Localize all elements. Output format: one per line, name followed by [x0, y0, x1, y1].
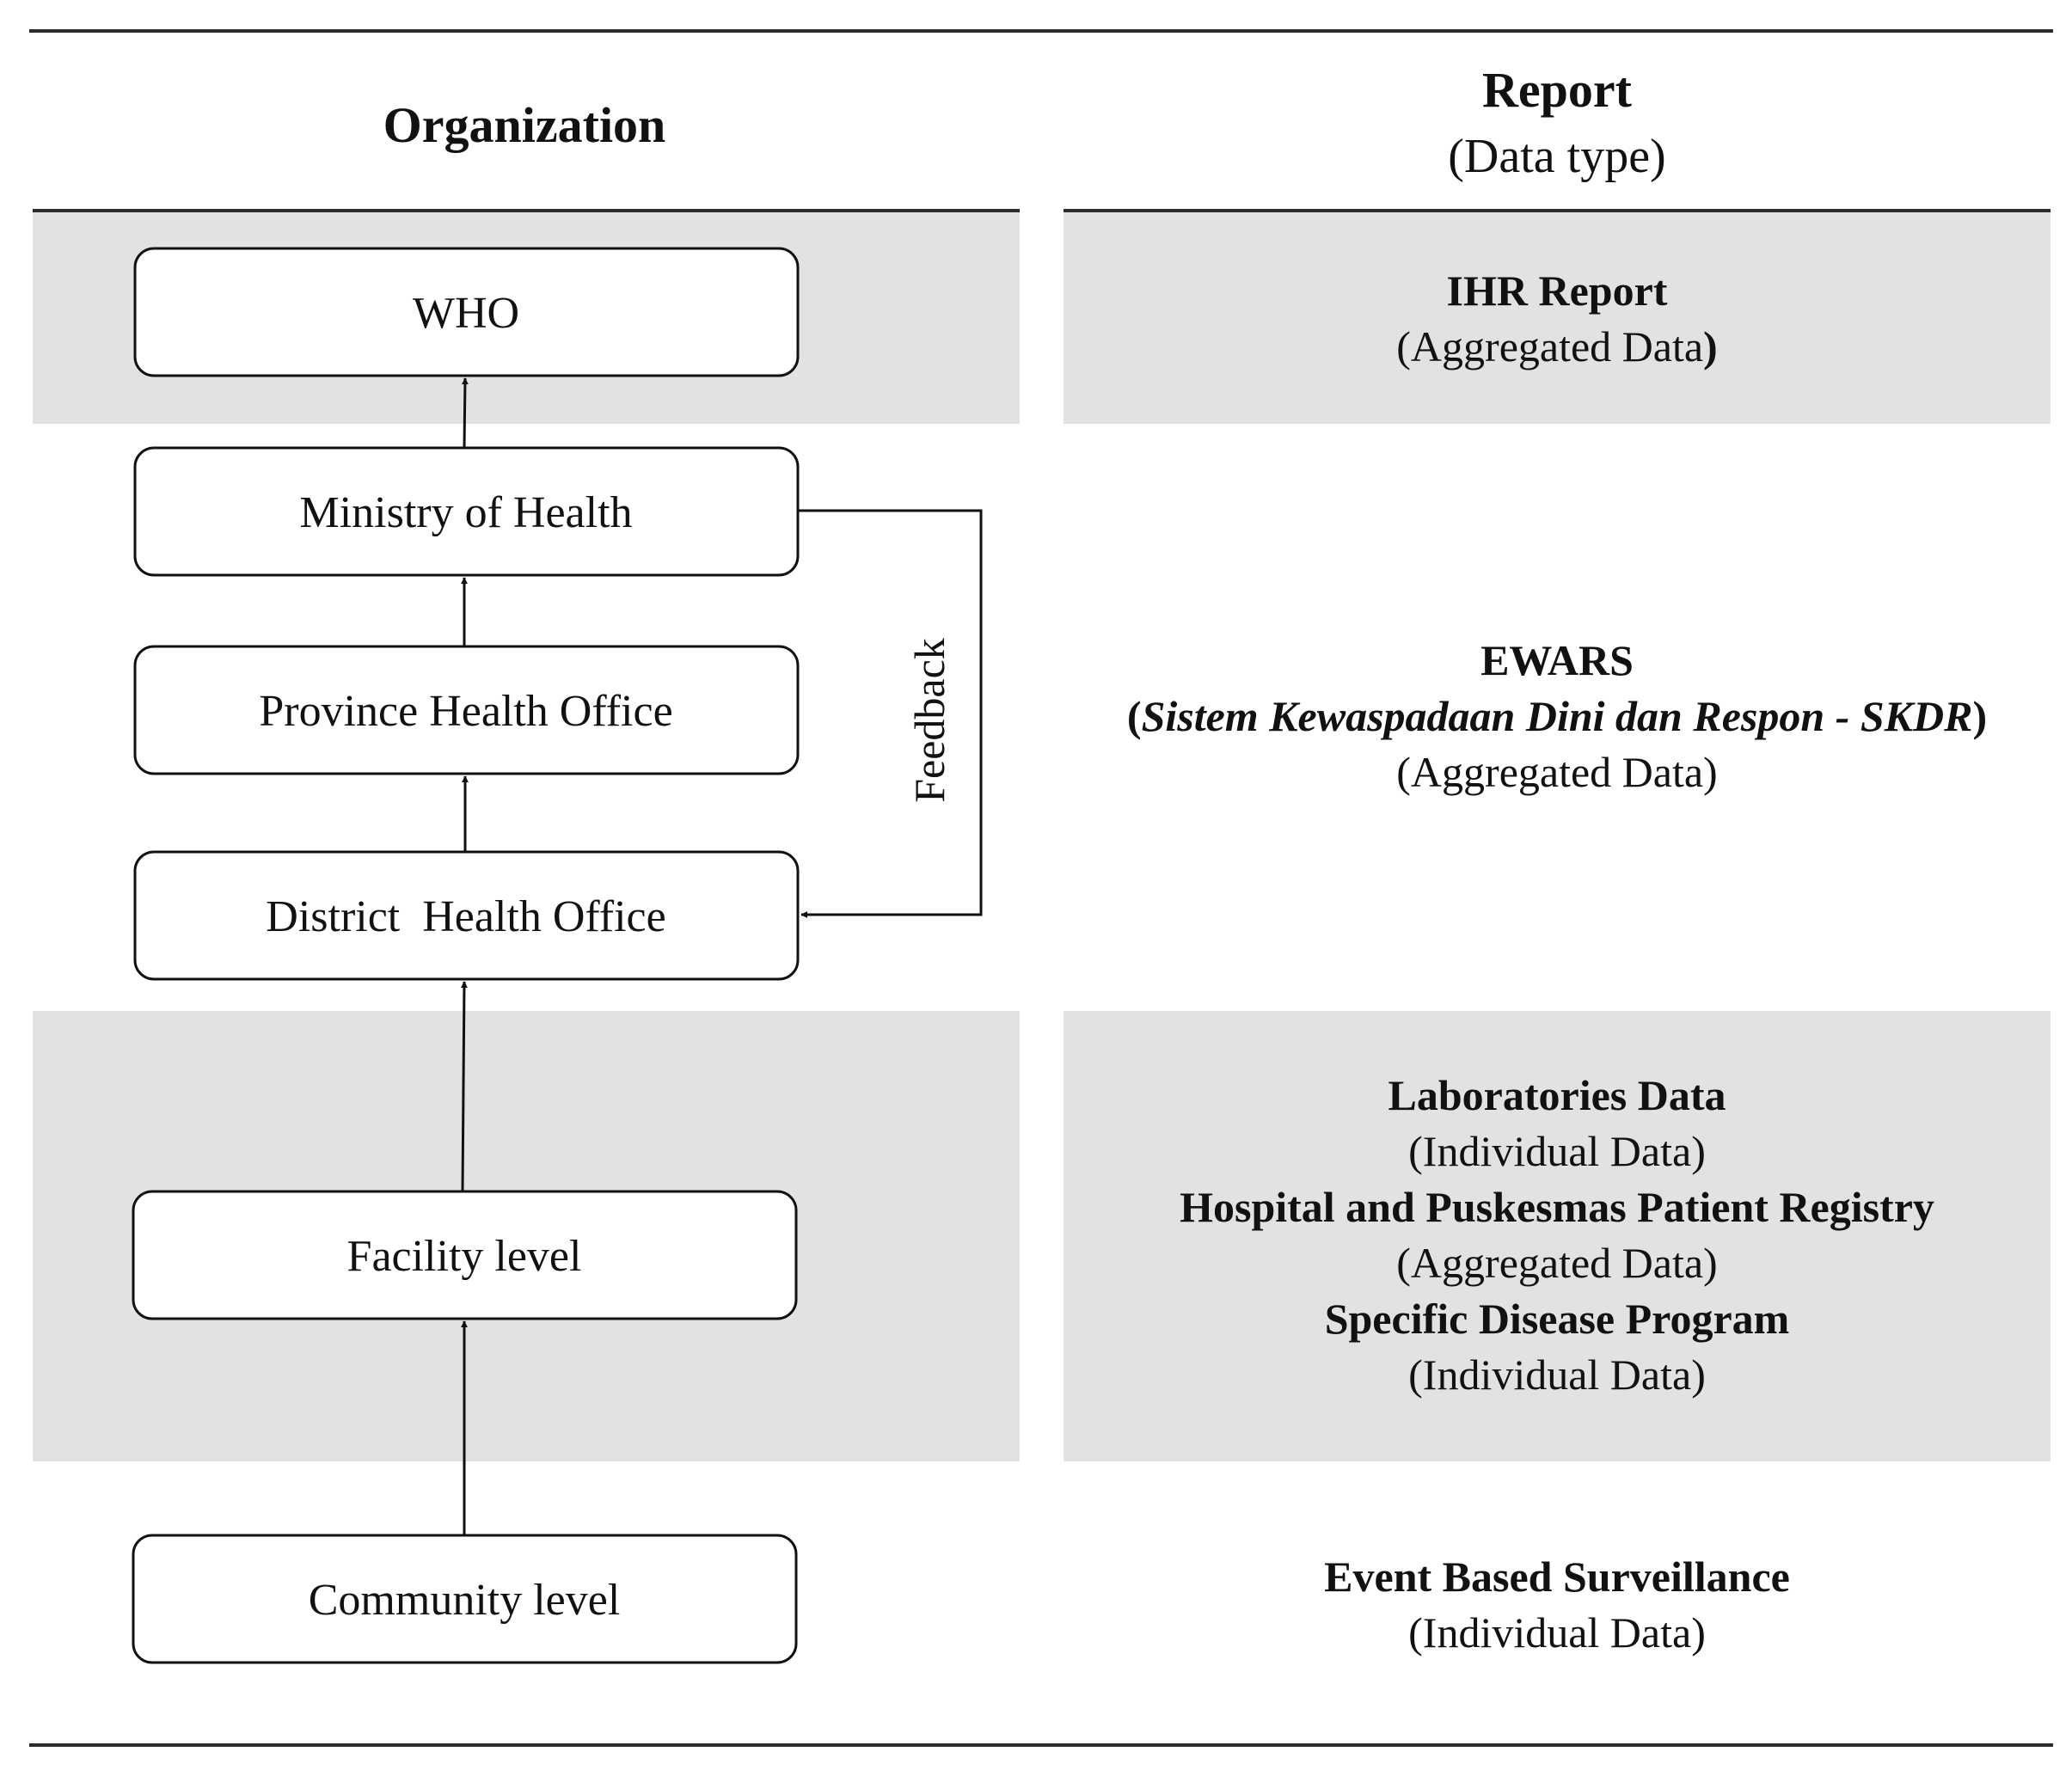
feedback-arrow	[798, 509, 983, 918]
feedback-label: Feedback	[905, 638, 953, 803]
header-report: Report	[1482, 62, 1633, 118]
report-hospital-type: (Aggregated Data)	[1396, 1239, 1717, 1287]
report-lab-name: Laboratories Data	[1388, 1071, 1726, 1119]
band-report-facility	[1064, 1011, 2051, 1461]
box-who-label: WHO	[413, 289, 519, 338]
header-report-subtitle: (Data type)	[1448, 130, 1665, 183]
box-community-level-label: Community level	[309, 1576, 621, 1625]
box-province-health-office	[133, 645, 800, 775]
report-ihr-name: IHR Report	[1447, 266, 1668, 315]
box-facility-level-label: Facility level	[347, 1232, 582, 1281]
report-hospital-name: Hospital and Puskesmas Patient Registry	[1180, 1183, 1934, 1231]
band-report-ihr	[1064, 212, 2051, 424]
report-ewars-type: (Aggregated Data)	[1396, 748, 1717, 796]
box-ministry-of-health-label: Ministry of Health	[299, 488, 632, 537]
report-ewars-name: EWARS	[1480, 636, 1634, 684]
report-ebs-type: (Individual Data)	[1408, 1608, 1706, 1657]
report-disease-type: (Individual Data)	[1408, 1350, 1706, 1399]
box-who	[133, 247, 800, 377]
report-ewars-fullname: (Sistem Kewaspadaan Dini dan Respon - SK…	[1127, 692, 1987, 740]
header-organization: Organization	[383, 97, 666, 153]
arrow-facility-to-dho	[460, 981, 468, 1192]
arrow-moh-to-who	[461, 377, 469, 449]
box-district-health-office-label: District Health Office	[266, 892, 665, 941]
report-ihr-type: (Aggregated Data)	[1396, 322, 1717, 371]
report-lab-type: (Individual Data)	[1408, 1127, 1706, 1175]
report-disease-name: Specific Disease Program	[1325, 1295, 1790, 1343]
report-ebs-name: Event Based Surveillance	[1324, 1553, 1790, 1601]
box-province-health-office-label: Province Health Office	[259, 687, 672, 736]
box-facility-level	[132, 1190, 798, 1320]
